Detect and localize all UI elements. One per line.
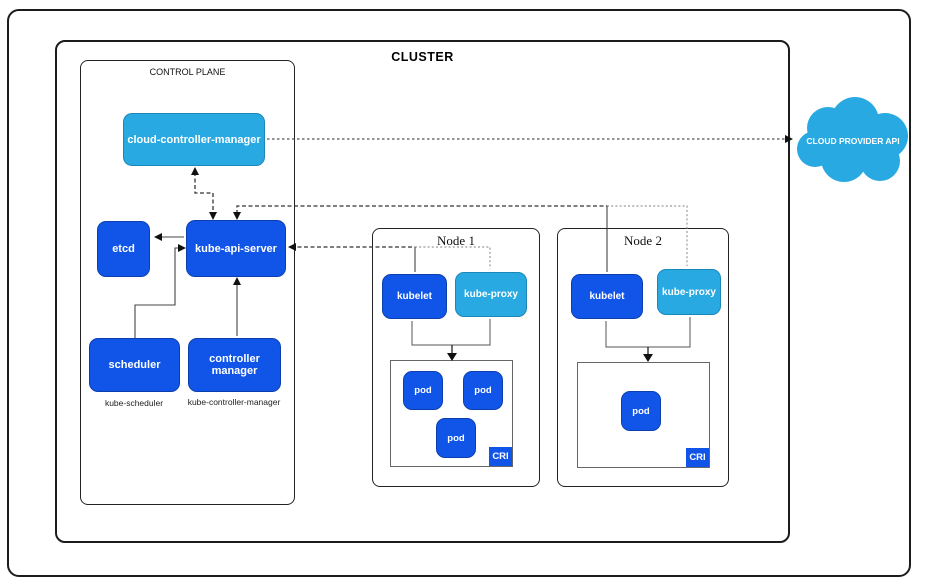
node2-cri-badge: CRI xyxy=(686,448,709,467)
node1-pod-2: pod xyxy=(463,371,503,410)
node1-pod-3: pod xyxy=(436,418,476,458)
node1-kubelet-label: kubelet xyxy=(396,291,432,302)
node1-container-runtime-box: pod pod pod CRI xyxy=(390,360,513,467)
control-plane-box xyxy=(80,60,295,505)
cluster-label: CLUSTER xyxy=(391,50,454,64)
node2-pod-1-label: pod xyxy=(632,405,650,417)
node2-pod-1: pod xyxy=(621,391,661,431)
node1-box xyxy=(372,228,540,487)
diagram-outer-border xyxy=(7,9,911,577)
kube-api-server-box: kube-api-server xyxy=(186,220,286,277)
node2-kubelet-box: kubelet xyxy=(571,274,643,319)
node1-pod-1-label: pod xyxy=(414,385,432,396)
cloud-provider-api-label: CLOUD PROVIDER API xyxy=(806,136,900,146)
node1-pod-3-label: pod xyxy=(447,432,465,444)
cloud-provider-api-shape: CLOUD PROVIDER API xyxy=(792,96,914,190)
node1-cri-badge: CRI xyxy=(489,447,512,466)
kube-scheduler-sublabel: kube-scheduler xyxy=(104,398,164,408)
node1-kube-proxy-box: kube-proxy xyxy=(455,272,527,317)
cluster-box xyxy=(55,40,790,543)
kube-controller-manager-sublabel: kube-controller-manager xyxy=(187,397,281,407)
node1-kube-proxy-label: kube-proxy xyxy=(464,289,518,300)
kube-api-server-label: kube-api-server xyxy=(195,242,277,255)
cloud-controller-manager-label: cloud-controller-manager xyxy=(127,133,261,146)
node2-title: Node 2 xyxy=(624,233,662,248)
scheduler-box: scheduler xyxy=(89,338,180,392)
node1-pod-1: pod xyxy=(403,371,443,410)
control-plane-label: CONTROL PLANE xyxy=(149,67,226,77)
etcd-label: etcd xyxy=(112,243,135,255)
controller-manager-label: controller manager xyxy=(209,353,260,377)
node1-title: Node 1 xyxy=(437,233,475,248)
node2-kube-proxy-box: kube-proxy xyxy=(657,269,721,315)
node1-pod-2-label: pod xyxy=(474,385,492,396)
scheduler-label: scheduler xyxy=(108,359,161,371)
controller-manager-box: controller manager xyxy=(188,338,281,392)
node2-kube-proxy-label: kube-proxy xyxy=(662,286,716,298)
node2-container-runtime-box: pod CRI xyxy=(577,362,710,468)
node2-kubelet-label: kubelet xyxy=(589,291,625,302)
cloud-icon xyxy=(797,97,908,182)
etcd-box: etcd xyxy=(97,221,150,277)
cloud-controller-manager-box: cloud-controller-manager xyxy=(123,113,265,166)
node1-kubelet-box: kubelet xyxy=(382,274,447,319)
